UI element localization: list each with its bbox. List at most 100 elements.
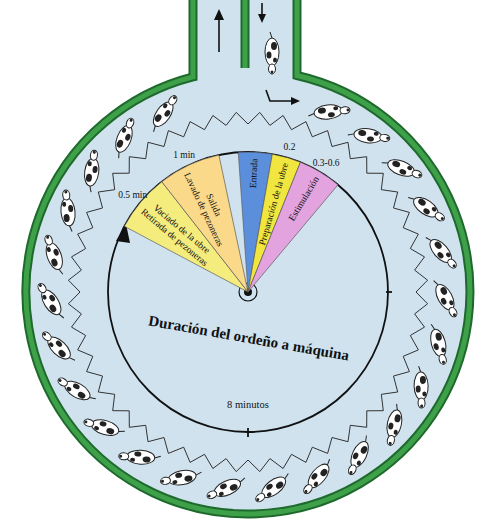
cow-spot bbox=[62, 202, 67, 207]
cow-head bbox=[83, 418, 95, 428]
cow-head bbox=[434, 211, 446, 222]
dial-tick bbox=[386, 291, 392, 293]
cow-head bbox=[446, 258, 458, 270]
cow-head bbox=[36, 282, 47, 294]
cow-spot bbox=[360, 445, 369, 455]
cow bbox=[38, 328, 78, 367]
cow-spot bbox=[422, 391, 426, 396]
cow-spot bbox=[319, 467, 329, 477]
cow-spot bbox=[435, 332, 443, 341]
cow-body bbox=[313, 104, 342, 121]
cow-muzzle bbox=[418, 173, 422, 177]
cow-spot bbox=[162, 103, 168, 109]
cow-spot bbox=[318, 107, 327, 114]
cow bbox=[299, 456, 336, 497]
cow bbox=[110, 116, 138, 160]
cow-spot bbox=[433, 343, 440, 351]
cow-head bbox=[206, 490, 218, 500]
cow-spot bbox=[391, 160, 401, 168]
cow-muzzle bbox=[442, 360, 446, 364]
cow-spot bbox=[134, 451, 141, 456]
cow-body bbox=[212, 476, 243, 500]
cow-spot bbox=[448, 300, 454, 306]
cow-spot bbox=[48, 303, 57, 313]
cow bbox=[118, 449, 161, 465]
cow-spot bbox=[219, 483, 227, 490]
cow-muzzle bbox=[388, 442, 392, 446]
cow bbox=[33, 280, 68, 323]
cow-spot bbox=[273, 58, 277, 63]
cow-muzzle bbox=[38, 283, 42, 287]
cow-muzzle bbox=[93, 151, 96, 154]
cow-muzzle bbox=[386, 137, 389, 140]
cow-head bbox=[254, 492, 266, 504]
cow bbox=[159, 467, 203, 488]
cow bbox=[82, 149, 101, 192]
cow-head bbox=[62, 190, 70, 201]
cow-muzzle bbox=[58, 378, 62, 382]
cow-spot bbox=[63, 214, 70, 223]
rotation-arrowhead bbox=[291, 97, 300, 105]
cow bbox=[252, 470, 294, 507]
cow-spot bbox=[393, 429, 398, 435]
cow-spot bbox=[265, 483, 274, 491]
cow bbox=[380, 154, 424, 182]
cow-head bbox=[160, 476, 171, 485]
cow-muzzle bbox=[84, 420, 88, 424]
cow-head bbox=[379, 134, 390, 142]
cow-spot bbox=[218, 491, 224, 497]
step-label: Entrada bbox=[248, 158, 260, 188]
cow-body bbox=[428, 328, 449, 359]
cow-tail bbox=[395, 404, 398, 410]
cow-herd bbox=[33, 32, 461, 506]
cow-spot bbox=[328, 112, 335, 118]
cow bbox=[146, 92, 181, 135]
cow-muzzle bbox=[172, 96, 176, 100]
cow-spot bbox=[48, 341, 54, 347]
cow-spot bbox=[433, 240, 443, 250]
cow-spot bbox=[77, 391, 87, 400]
cow-tail bbox=[117, 152, 121, 158]
cow-body bbox=[60, 197, 77, 226]
cow-spot bbox=[352, 452, 360, 460]
cow-muzzle bbox=[452, 264, 456, 268]
cow-body bbox=[385, 409, 405, 439]
parlor-wall-inner bbox=[26, 0, 470, 514]
cow-head bbox=[386, 435, 395, 446]
dial-circle bbox=[108, 152, 388, 432]
duration-total: 8 minutos bbox=[227, 399, 269, 410]
cow-head bbox=[167, 94, 178, 106]
cow-spot bbox=[313, 481, 319, 487]
cow-spot bbox=[399, 168, 407, 175]
cow-spot bbox=[142, 456, 150, 462]
cow-head bbox=[347, 464, 358, 476]
cow-tail bbox=[69, 226, 72, 232]
cow-spot bbox=[356, 460, 362, 466]
cow-muzzle bbox=[129, 118, 133, 122]
cow-body bbox=[83, 157, 101, 187]
duration-value: 1 min bbox=[173, 150, 195, 160]
cow-spot bbox=[358, 129, 367, 136]
cow-spot bbox=[66, 386, 72, 392]
cow-spot bbox=[310, 472, 318, 481]
cow-spot bbox=[440, 297, 448, 306]
cow-spot bbox=[388, 422, 394, 430]
cow-tail bbox=[90, 396, 96, 401]
cow-tail bbox=[308, 113, 314, 116]
dial-tick bbox=[247, 428, 249, 437]
parlor-wall bbox=[26, 0, 470, 514]
cow-spot bbox=[417, 197, 427, 206]
cow-head bbox=[44, 234, 54, 246]
cow-body bbox=[43, 241, 66, 272]
cow bbox=[59, 189, 77, 232]
cow bbox=[307, 103, 350, 121]
cow-spot bbox=[266, 491, 272, 497]
cow-spot bbox=[55, 340, 64, 348]
cow-spot bbox=[175, 472, 183, 478]
cow-muzzle bbox=[161, 480, 164, 483]
cow-spot bbox=[153, 113, 162, 123]
cow-muzzle bbox=[207, 494, 211, 498]
cow bbox=[82, 415, 126, 440]
cow-tail bbox=[155, 456, 161, 458]
cow-muzzle bbox=[452, 313, 456, 317]
